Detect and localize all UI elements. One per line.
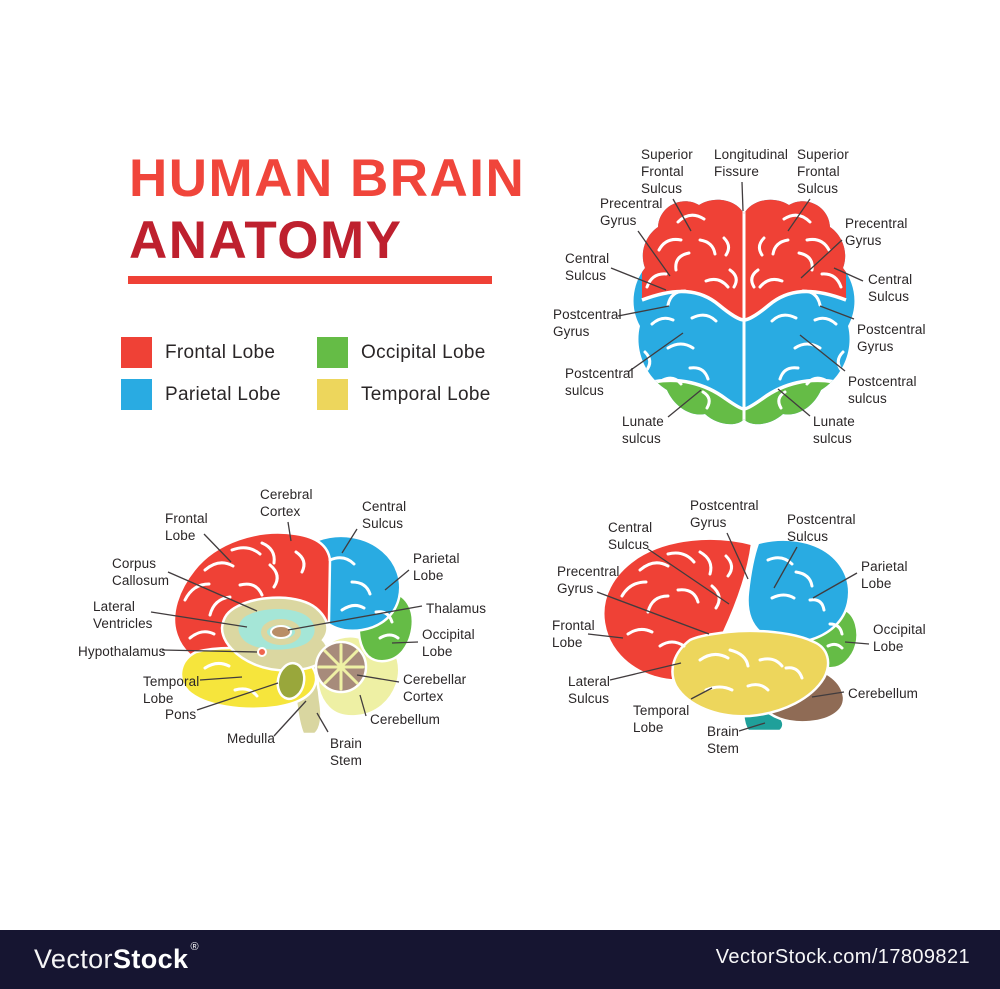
label-side-occipital-lobe: Occipital Lobe [873,622,926,654]
vectorstock-watermark-bar: VectorStock® VectorStock.com/17809821 [0,930,1000,989]
label-side-cerebellum: Cerebellum [848,686,919,701]
label-lateral-ventricles: Lateral Ventricles [93,599,153,631]
label-side-parietal-lobe: Parietal Lobe [861,559,908,591]
leader-lines-top-view [610,181,864,418]
legend-swatch-temporal [317,379,348,410]
legend-label-temporal: Temporal Lobe [361,383,491,405]
label-postcentral-gyrus-left: Postcentral Gyrus [553,307,622,339]
label-central-sulcus-left: Central Sulcus [565,251,610,283]
label-lunate-sulcus-right: Lunate sulcus [813,414,855,446]
label-postcentral-sulcus-right: Postcentral sulcus [848,374,917,406]
label-side-central-sulcus: Central Sulcus [608,520,653,552]
label-sagittal-frontal-lobe: Frontal Lobe [165,511,208,543]
legend-label-occipital: Occipital Lobe [361,341,486,363]
vectorstock-image-ref: VectorStock.com/17809821 [715,946,970,968]
label-precentral-gyrus-right: Precentral Gyrus [845,216,908,248]
brain-sagittal-view-illustration [172,531,415,736]
label-side-brain-stem: Brain Stem [707,724,740,756]
legend-label-frontal: Frontal Lobe [165,341,276,363]
legend-item-occipital: Occipital Lobe [317,337,486,368]
label-medulla: Medulla [227,731,275,746]
leader-lines-sagittal-view [150,521,423,737]
label-thalamus: Thalamus [426,601,487,616]
label-side-frontal-lobe: Frontal Lobe [552,618,595,650]
label-lateral-sulcus: Lateral Sulcus [568,674,610,706]
leader-lines-side-view [587,532,870,732]
legend-swatch-occipital [317,337,348,368]
label-cerebral-cortex: Cerebral Cortex [260,487,313,519]
legend-item-parietal: Parietal Lobe [121,379,281,410]
registered-mark: ® [190,940,199,953]
label-pons: Pons [165,707,197,722]
legend-swatch-frontal [121,337,152,368]
leader-lines [150,181,870,737]
label-sagittal-parietal-lobe: Parietal Lobe [413,551,460,583]
vectorstock-logo: VectorStock® [34,941,199,975]
vectorstock-logo-light: Vector [34,943,113,974]
label-postcentral-gyrus-right: Postcentral Gyrus [857,322,926,354]
label-sagittal-temporal-lobe: Temporal Lobe [143,674,200,706]
label-superior-frontal-sulcus-left: Superior Frontal Sulcus [641,147,693,196]
label-side-temporal-lobe: Temporal Lobe [633,703,690,735]
label-postcentral-sulcus-left: Postcentral sulcus [565,366,634,398]
label-precentral-gyrus-left: Precentral Gyrus [600,196,663,228]
vectorstock-logo-bold: Stock [112,943,189,974]
label-cerebellar-cortex: Cerebellar Cortex [403,672,467,704]
label-lunate-sulcus-left: Lunate sulcus [622,414,664,446]
page-title-line2: ANATOMY [129,211,403,270]
label-central-sulcus-right: Central Sulcus [868,272,913,304]
legend-swatch-parietal [121,379,152,410]
label-hypothalamus: Hypothalamus [78,644,166,659]
cerebellar-cortex-pattern [314,640,368,694]
legend-item-temporal: Temporal Lobe [317,379,491,410]
label-sagittal-occipital-lobe: Occipital Lobe [422,627,475,659]
label-sagittal-cerebellum: Cerebellum [370,712,441,727]
label-longitudinal-fissure: Longitudinal Fissure [714,147,789,179]
label-sagittal-brain-stem: Brain Stem [330,736,363,768]
label-side-precentral-gyrus: Precentral Gyrus [557,564,620,596]
brain-top-view-illustration [633,199,855,425]
legend-item-frontal: Frontal Lobe [121,337,275,368]
label-side-postcentral-gyrus: Postcentral Gyrus [690,498,759,530]
label-sagittal-central-sulcus: Central Sulcus [362,499,407,531]
label-corpus-callosum: Corpus Callosum [112,556,170,588]
page-title-line1: HUMAN BRAIN [129,149,526,208]
brain-side-view-illustration [602,537,859,733]
legend-label-parietal: Parietal Lobe [165,383,281,405]
label-side-postcentral-sulcus: Postcentral Sulcus [787,512,856,544]
label-superior-frontal-sulcus-right: Superior Frontal Sulcus [797,147,849,196]
title-underline [128,276,492,284]
